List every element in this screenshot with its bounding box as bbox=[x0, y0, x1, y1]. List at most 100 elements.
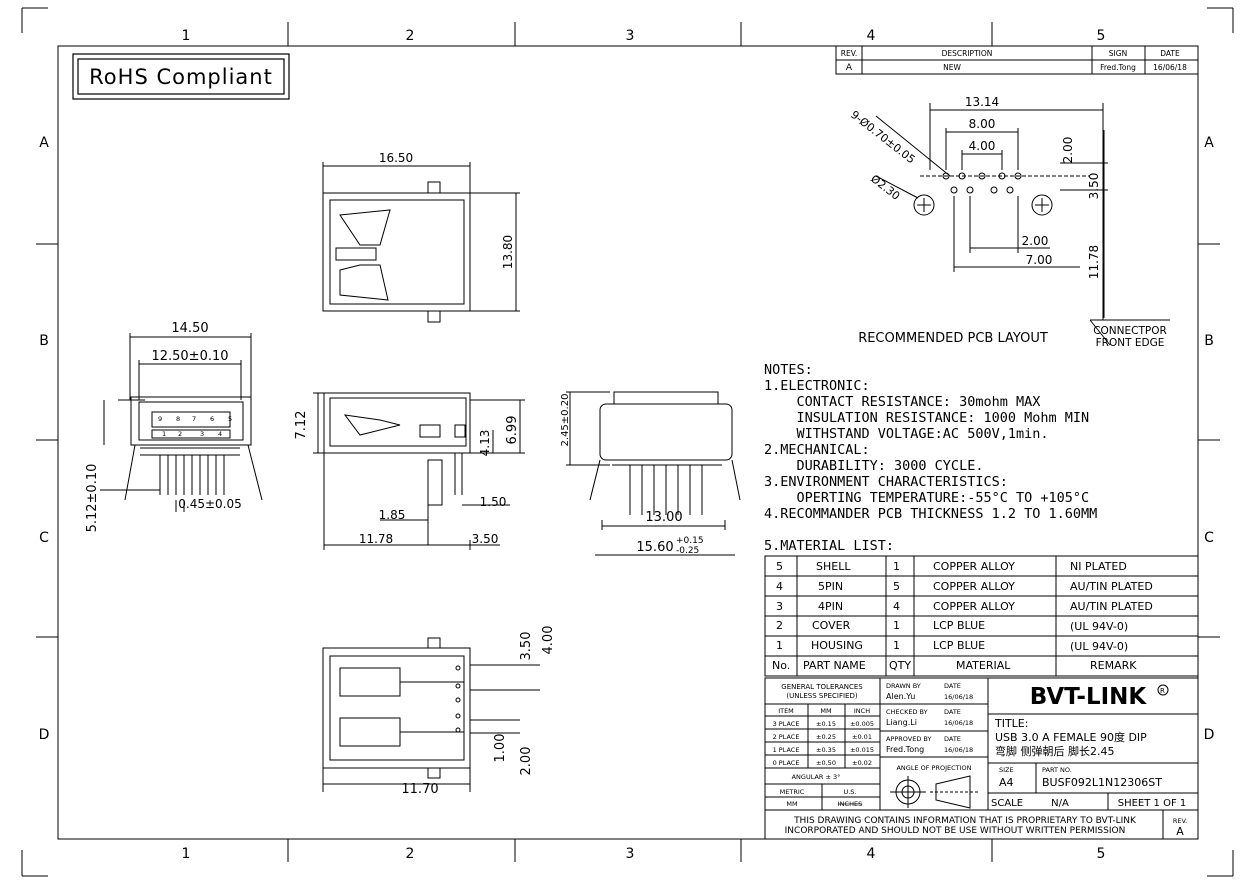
material-row-5-no: 5 bbox=[776, 560, 783, 573]
material-row-5-material: COPPER ALLOY bbox=[933, 560, 1015, 573]
projection-label: ANGLE OF PROJECTION bbox=[896, 764, 971, 772]
title-label: TITLE: bbox=[994, 717, 1028, 730]
tol-row-2-mm: ±0.25 bbox=[816, 733, 836, 741]
rev-header-description: DESCRIPTION bbox=[942, 49, 993, 58]
tol-row-0-item: 0 PLACE bbox=[773, 759, 800, 767]
notes-heading: NOTES: bbox=[764, 362, 813, 378]
rev-value-description: NEW bbox=[943, 63, 961, 72]
pcb-dim-13-14: 13.14 bbox=[965, 95, 999, 109]
material-row-2-material: LCP BLUE bbox=[933, 619, 986, 632]
material-row-4-no: 4 bbox=[776, 580, 783, 593]
side-view-height-7-12: 7.12 bbox=[294, 411, 309, 440]
rev-value: A bbox=[1176, 825, 1184, 838]
front-view-height: 5.12±0.10 bbox=[85, 464, 100, 533]
sheet-number: SHEET 1 OF 1 bbox=[1118, 798, 1187, 809]
bottom-view-dim-1-00: 1.00 bbox=[493, 734, 508, 763]
tol-row-2-item: 2 PLACE bbox=[773, 733, 800, 741]
size-value: A4 bbox=[999, 776, 1014, 789]
rev-header-rev: REV. bbox=[841, 49, 858, 58]
tol-head-item: ITEM bbox=[778, 707, 794, 715]
material-list-heading: 5.MATERIAL LIST: bbox=[764, 538, 895, 554]
material-row-2-part: COVER bbox=[812, 619, 851, 632]
front-view-pitch: 0.45±0.05 bbox=[178, 497, 242, 511]
material-row-3-no: 3 bbox=[776, 600, 783, 613]
part-no-label: PART NO. bbox=[1042, 766, 1072, 774]
notes-line-3: INSULATION RESISTANCE: 1000 Mohm MIN bbox=[764, 410, 1090, 426]
zone-col-2-top: 2 bbox=[406, 28, 415, 44]
material-row-1-part: HOUSING bbox=[811, 639, 863, 652]
tol-row-0-inch: ±0.02 bbox=[852, 759, 872, 767]
tol-title-1: GENERAL TOLERANCES bbox=[781, 683, 863, 691]
checked-by-label: CHECKED BY bbox=[886, 708, 928, 716]
rev-header-date: DATE bbox=[1160, 49, 1180, 58]
notes-line-6: DURABILITY: 3000 CYCLE. bbox=[764, 458, 984, 474]
pcb-edge-label-2: FRONT EDGE bbox=[1096, 337, 1165, 349]
notes-line-7: 3.ENVIRONMENT CHARACTERISTICS: bbox=[764, 474, 1008, 490]
material-table bbox=[764, 555, 1199, 677]
material-row-5-qty: 1 bbox=[893, 560, 900, 573]
front-view-width-outer: 14.50 bbox=[171, 321, 208, 336]
tol-row-1-inch: ±0.015 bbox=[850, 746, 874, 754]
bottom-view-width: 11.70 bbox=[401, 782, 438, 797]
zone-row-c-left: C bbox=[39, 530, 49, 546]
zone-row-a-left: A bbox=[39, 135, 49, 151]
checked-date-label: DATE bbox=[944, 708, 961, 716]
rear-view-height: 2.45±0.20 bbox=[560, 394, 571, 447]
pcb-dim-2-00: 2.00 bbox=[1022, 234, 1049, 248]
zone-col-2-bottom: 2 bbox=[406, 846, 415, 862]
material-header-material: MATERIAL bbox=[956, 659, 1011, 672]
material-row-4-qty: 5 bbox=[893, 580, 900, 593]
material-header-part: PART NAME bbox=[803, 659, 866, 672]
tol-row-1-item: 1 PLACE bbox=[773, 746, 800, 754]
pcb-dim-8-00: 8.00 bbox=[969, 117, 996, 131]
side-view: 7.12 6.99 4.13 1.50 1.85 11.78 3.50 bbox=[294, 392, 525, 550]
material-row-1-no: 1 bbox=[776, 639, 783, 652]
approved-by-name: Fred.Tong bbox=[886, 745, 924, 754]
company-logo: BVT-LINK bbox=[1030, 684, 1148, 710]
zone-row-d-right: D bbox=[1204, 727, 1215, 743]
pcb-dim-11-78: 11.78 bbox=[1087, 245, 1101, 279]
bottom-view: 3.50 4.00 1.00 2.00 11.70 bbox=[322, 626, 556, 797]
revision-table: REV. DESCRIPTION SIGN DATE A NEW Fred.To… bbox=[835, 45, 1199, 75]
title-line-1: USB 3.0 A FEMALE 90度 DIP bbox=[995, 730, 1147, 744]
rev-label: REV. bbox=[1173, 817, 1187, 825]
zone-col-1-top: 1 bbox=[182, 28, 191, 44]
zone-col-5-bottom: 5 bbox=[1097, 846, 1106, 862]
approved-by-label: APPROVED BY bbox=[886, 735, 932, 743]
zone-col-5-top: 5 bbox=[1097, 28, 1106, 44]
material-row-1-material: LCP BLUE bbox=[933, 639, 986, 652]
pcb-dim-3-50: 3.50 bbox=[1087, 173, 1101, 200]
scale-label: SCALE bbox=[991, 798, 1023, 809]
side-view-dim-1-85: 1.85 bbox=[379, 508, 406, 522]
front-pin-7: 7 bbox=[192, 415, 196, 423]
material-row-5-part: SHELL bbox=[816, 560, 851, 573]
zone-col-3-top: 3 bbox=[626, 28, 635, 44]
zone-col-4-bottom: 4 bbox=[867, 846, 876, 862]
tol-row-3-mm: ±0.15 bbox=[816, 720, 836, 728]
title-line-2: 弯脚 侧弹朝后 脚长2.45 bbox=[995, 744, 1115, 758]
front-pin-3: 3 bbox=[200, 430, 204, 438]
top-view-width: 16.50 bbox=[379, 151, 413, 165]
tol-row-2-inch: ±0.01 bbox=[852, 733, 872, 741]
checked-date: 16/06/18 bbox=[944, 719, 973, 727]
zone-row-d-left: D bbox=[39, 727, 50, 743]
proprietary-line-1: THIS DRAWING CONTAINS INFORMATION THAT I… bbox=[793, 816, 1137, 826]
rear-view: 2.45±0.20 13.00 15.60 +0.15 -0.25 bbox=[560, 391, 741, 556]
material-row-1-remark: (UL 94V-0) bbox=[1070, 640, 1129, 653]
zone-col-3-bottom: 3 bbox=[626, 846, 635, 862]
material-header-remark: REMARK bbox=[1090, 659, 1137, 672]
size-label: SIZE bbox=[999, 766, 1014, 774]
front-pin-2: 2 bbox=[178, 430, 182, 438]
front-view-width-inner: 12.50±0.10 bbox=[151, 349, 228, 364]
front-pin-8: 8 bbox=[176, 415, 180, 423]
bottom-view-dim-4-00: 4.00 bbox=[541, 626, 556, 655]
material-row-2-remark: (UL 94V-0) bbox=[1070, 620, 1129, 633]
material-row-2-qty: 1 bbox=[893, 619, 900, 632]
tol-title-2: (UNLESS SPECIFIED) bbox=[786, 692, 857, 700]
front-pin-9: 9 bbox=[158, 415, 162, 423]
unit-us: U.S. bbox=[843, 788, 856, 796]
top-view: 16.50 13.80 bbox=[322, 151, 520, 323]
notes-line-1: 1.ELECTRONIC: bbox=[764, 378, 870, 394]
bottom-view-dim-2-00: 2.00 bbox=[519, 747, 534, 776]
